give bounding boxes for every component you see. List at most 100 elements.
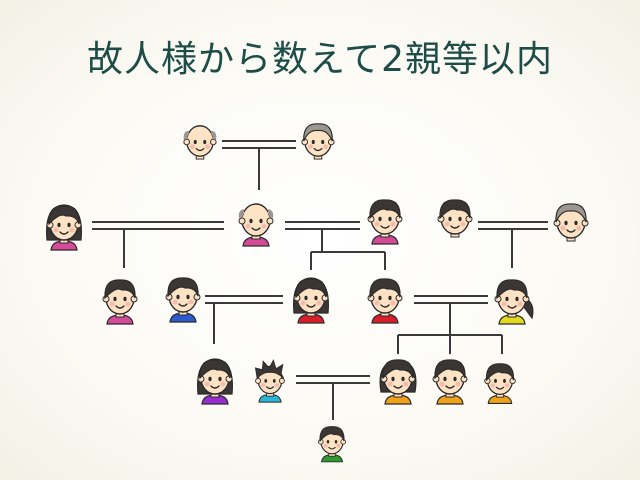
eye xyxy=(391,376,395,382)
eye xyxy=(378,295,382,301)
cheek xyxy=(190,144,195,150)
eye xyxy=(458,216,462,222)
mouth xyxy=(306,304,316,308)
cheek xyxy=(53,227,59,233)
person-mother-in-law xyxy=(494,279,534,325)
cheek xyxy=(490,383,496,388)
eye xyxy=(503,378,506,383)
person-sibling-orange-3 xyxy=(484,363,516,404)
eye xyxy=(57,222,61,228)
cheek xyxy=(220,381,226,387)
hair xyxy=(48,205,80,226)
mouth xyxy=(115,305,125,309)
eye xyxy=(564,220,568,226)
cheek xyxy=(205,144,210,150)
eye xyxy=(311,139,315,145)
eye xyxy=(259,218,263,224)
cheek xyxy=(336,443,341,448)
cheek xyxy=(308,144,313,150)
mouth xyxy=(566,229,576,233)
hair xyxy=(104,279,136,300)
hair-side xyxy=(267,209,274,219)
hair xyxy=(496,279,528,300)
cheek xyxy=(274,382,279,388)
page-title: 故人様から数えて2親等以内 xyxy=(86,39,554,80)
eye xyxy=(334,440,338,444)
cheek xyxy=(560,225,566,231)
eye xyxy=(123,296,127,302)
face xyxy=(241,203,271,237)
mouth xyxy=(380,225,390,229)
mouth xyxy=(266,386,274,390)
cheek xyxy=(188,299,194,305)
ear xyxy=(266,217,274,225)
eye xyxy=(494,378,497,383)
cheek xyxy=(390,300,396,306)
person-cousin-blue xyxy=(165,277,201,323)
eye xyxy=(203,139,207,145)
hair xyxy=(295,278,327,299)
cheek xyxy=(261,382,266,388)
hair xyxy=(254,359,285,380)
person-grandfather-2 xyxy=(437,199,473,238)
hair xyxy=(369,199,401,220)
eye xyxy=(67,222,71,228)
eye xyxy=(453,376,457,382)
cheek xyxy=(403,381,409,387)
person-sibling-purple xyxy=(197,358,233,405)
mouth xyxy=(251,227,261,231)
mouth xyxy=(393,385,403,389)
eye xyxy=(314,295,318,301)
ear xyxy=(278,377,285,384)
person-grandmother-2 xyxy=(553,203,589,242)
mouth xyxy=(495,386,505,390)
person-parent-male xyxy=(367,278,403,324)
hair xyxy=(382,359,414,380)
hair xyxy=(369,278,401,299)
hair xyxy=(434,359,466,380)
eye xyxy=(505,296,509,302)
hair-side xyxy=(183,130,190,140)
eye xyxy=(249,218,253,224)
person-grandchild xyxy=(317,426,347,463)
cheek xyxy=(576,225,582,231)
mouth xyxy=(178,303,188,307)
eye xyxy=(113,296,117,302)
eye xyxy=(443,376,447,382)
hair xyxy=(167,277,199,298)
cheek xyxy=(439,381,445,387)
hair xyxy=(485,363,515,382)
mouth xyxy=(210,385,220,389)
eye xyxy=(218,376,222,382)
cheek xyxy=(517,301,523,307)
mouth xyxy=(59,231,69,235)
face xyxy=(186,125,214,157)
person-gg-grandfather xyxy=(183,125,217,160)
eye xyxy=(193,139,197,145)
mouth xyxy=(380,304,390,308)
hair xyxy=(303,123,333,142)
mouth xyxy=(450,225,460,229)
person-aunt-left xyxy=(46,204,82,251)
hair-side xyxy=(210,130,217,140)
person-grandfather xyxy=(238,203,274,247)
cheek xyxy=(125,301,131,307)
cheek xyxy=(300,300,306,306)
cheek xyxy=(444,221,450,227)
cheek xyxy=(316,300,322,306)
hair xyxy=(555,203,587,223)
eye xyxy=(186,294,190,300)
cheek xyxy=(204,381,210,387)
person-sibling-orange-2 xyxy=(432,359,468,405)
ear xyxy=(238,217,246,225)
hair xyxy=(439,199,471,220)
cheek xyxy=(387,381,393,387)
cheek xyxy=(172,299,178,305)
mouth xyxy=(328,446,336,450)
eye xyxy=(304,295,308,301)
eye xyxy=(574,220,578,226)
tree-connector-lines xyxy=(92,140,548,420)
cheek xyxy=(504,383,510,388)
eye xyxy=(388,216,392,222)
